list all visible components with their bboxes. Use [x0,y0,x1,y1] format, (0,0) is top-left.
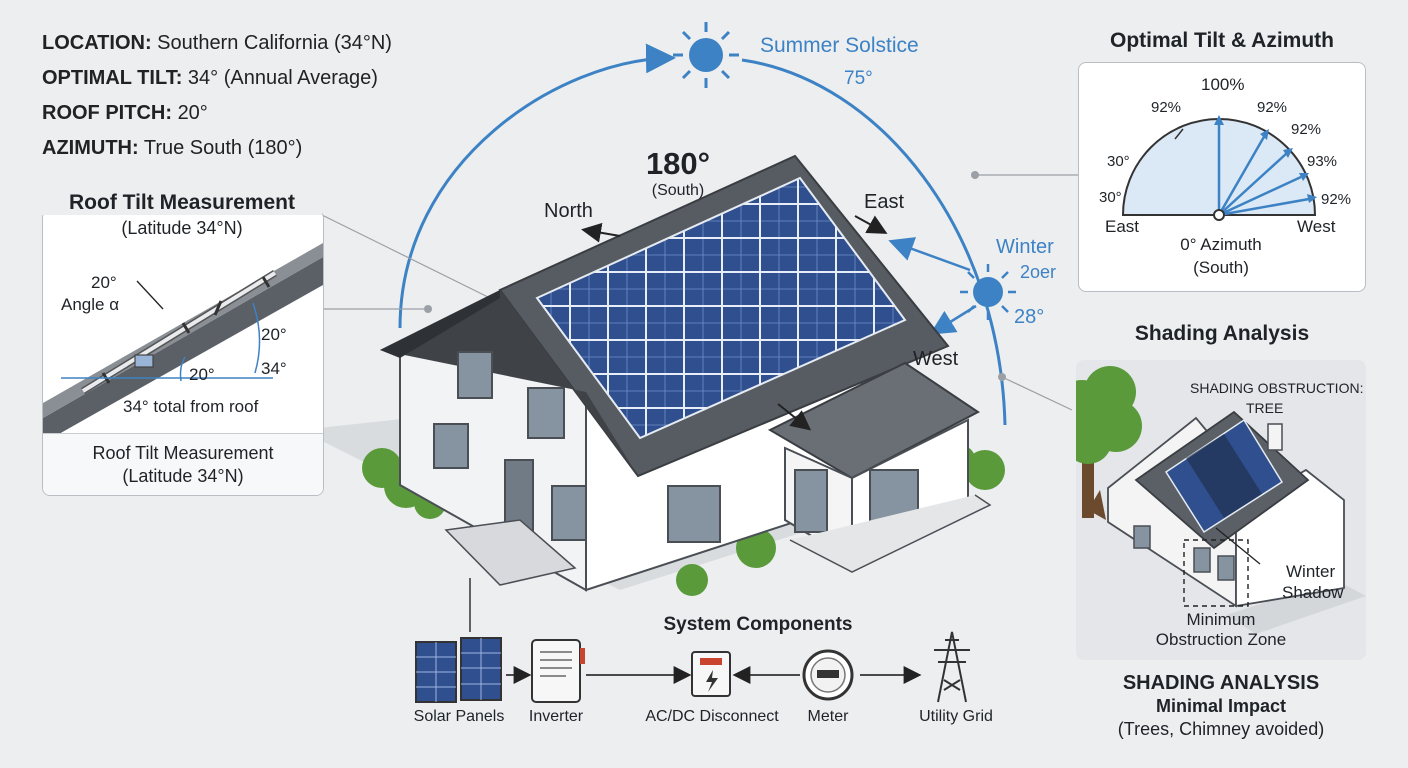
component-inverter-icon [531,639,585,703]
component-solar-panels-icon [415,637,502,703]
optimal-tilt-panel: 100% 92% 92% 92% 93% 92% 30° 30° East We… [1078,62,1366,292]
tilt-angle-34: 34° [261,359,287,378]
component-meter-icon [802,649,854,701]
info-azimuth: AZIMUTH: True South (180°) [42,137,303,159]
shading-title: Shading Analysis [1134,322,1310,345]
east-label: East [864,191,905,213]
winter-arrow-east [888,237,971,272]
info-tilt: OPTIMAL TILT: 34° (Annual Average) [42,67,378,89]
gauge-azimuth-label: 0° Azimuth [1180,235,1262,254]
pct-92-left: 92% [1151,99,1182,116]
shading-footer-note: (Trees, Chimney avoided) [1117,719,1325,739]
component-utility-grid-icon [934,631,970,703]
tilt-panel-title: Roof Tilt Measurement [42,191,322,215]
tilt-angle-alpha: Angle α [61,295,120,314]
tilt-angle-20-top: 20° [91,273,117,292]
gauge-azimuth-sub: (South) [1193,258,1249,277]
components-title: System Components [663,614,853,635]
winter-sun-icon [960,264,1016,320]
component-label-utility-grid: Utility Grid [919,708,993,725]
sun-arc-right [741,58,1007,426]
tilt-panel-subtitle: (Latitude 34°N) [121,218,243,238]
shading-drawing [1076,366,1366,634]
pct-93: 93% [1307,153,1338,170]
gauge-west: West [1297,217,1336,236]
obstruction-label: SHADING OBSTRUCTION: [1190,380,1364,396]
component-label-disconnect: AC/DC Disconnect [645,708,779,725]
north-arrow [581,222,621,243]
tick-30-top: 30° [1107,153,1130,170]
pct-92-c: 92% [1321,191,1352,208]
house [380,154,992,592]
info-pitch: ROOF PITCH: 20° [42,102,208,124]
component-disconnect-icon [691,651,731,697]
obstruction-value: TREE [1246,400,1284,416]
tick-30-bottom: 30° [1099,189,1122,206]
component-label-solar-panels: Solar Panels [413,708,505,725]
optimal-panel-title: Optimal Tilt & Azimuth [1110,29,1334,52]
winter-shadow-2: Shadow [1282,583,1344,602]
roof-solar-array [535,176,907,440]
component-label-inverter: Inverter [528,708,584,725]
summer-solstice-label: Summer Solstice [760,34,919,57]
min-zone-2: Obstruction Zone [1155,630,1287,649]
summer-sun-icon [673,22,739,88]
info-location: LOCATION: Southern California (34°N) [42,32,392,54]
pct-92-a: 92% [1257,99,1288,116]
gauge-east: East [1105,217,1140,236]
west-label: West [913,348,959,370]
sun-arc-left [398,43,676,329]
component-label-meter: Meter [807,708,849,725]
tilt-total: 34° total from roof [123,397,259,416]
tilt-angle-20-right: 20° [261,325,287,344]
winter-shadow-1: Winter [1286,562,1336,581]
tilt-caption: Roof Tilt Measurement [92,443,274,463]
roof-tilt-drawing [43,243,323,443]
tilt-caption-sub: (Latitude 34°N) [122,466,244,486]
pct-100: 100% [1201,75,1245,94]
tilt-angle-20-bottom: 20° [189,365,215,384]
pct-92-b: 92% [1291,121,1322,138]
shading-panel: SHADING OBSTRUCTION: TREE Winter Shadow … [1076,360,1366,660]
winter-label: Winter [996,236,1054,258]
summer-angle: 75° [844,68,873,89]
azimuth-big-label: 180° [645,146,711,181]
min-zone-1: Minimum [1186,610,1256,629]
west-arrow [777,403,812,431]
shading-footer-sub: Minimal Impact [1155,696,1287,716]
shading-footer-title: SHADING ANALYSIS [1122,672,1320,694]
east-arrow [854,215,888,234]
winter-angle: 28° [1014,306,1045,328]
optimal-tilt-gauge [1121,115,1317,221]
roof-tilt-panel: 20° Angle α 20° 34° 20° 34° total from r… [42,210,324,496]
north-label: North [544,200,593,222]
winter-sub-label: 2oer [1020,262,1057,282]
azimuth-sub-label: (South) [651,182,705,199]
